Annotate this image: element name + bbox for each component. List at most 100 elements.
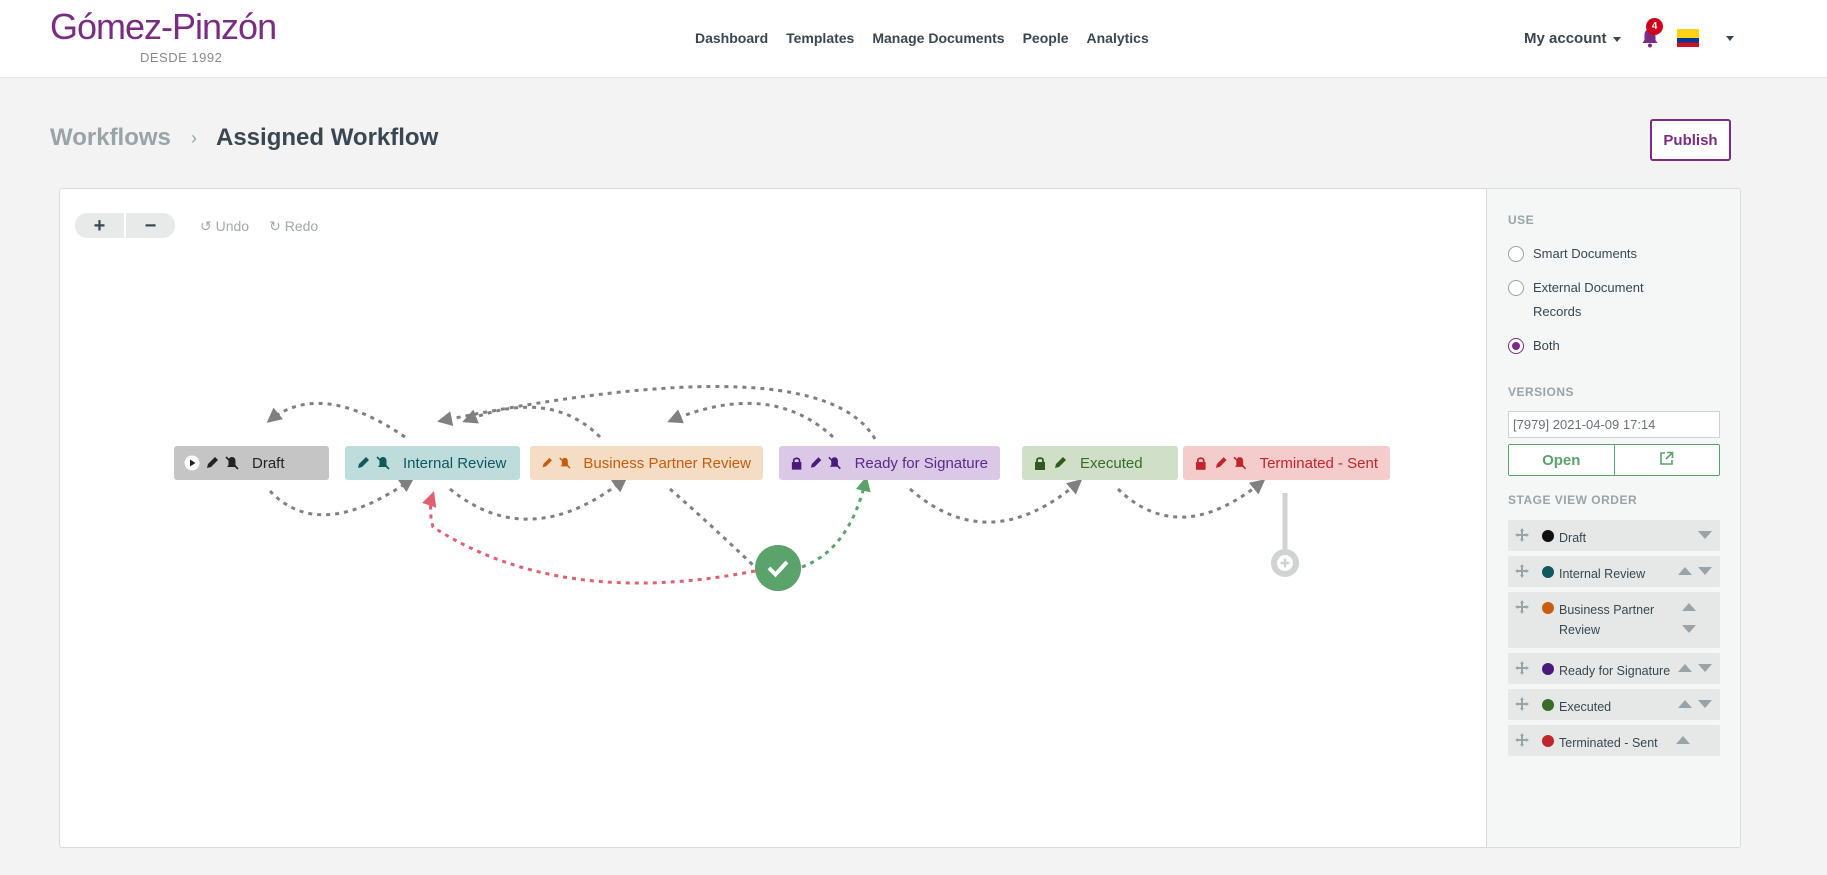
open-version-button[interactable]: Open <box>1509 445 1615 475</box>
transition-check-to-internal <box>422 491 756 585</box>
nav-people[interactable]: People <box>1022 30 1069 46</box>
stage-draft[interactable]: Draft <box>174 446 329 480</box>
stage-color-dot <box>1542 735 1554 747</box>
stage-order-item-internal-review[interactable]: Internal Review <box>1508 556 1720 587</box>
move-up-icon[interactable] <box>1676 736 1690 744</box>
use-option-external-document-records[interactable]: External Document Records <box>1508 280 1673 324</box>
radio-button[interactable] <box>1508 280 1524 296</box>
pen-icon <box>811 457 822 468</box>
stage-color-dot <box>1542 602 1554 614</box>
stage-internal-review[interactable]: Internal Review <box>345 446 520 480</box>
undo-button[interactable]: ↺ Undo <box>200 218 250 234</box>
logo[interactable]: Gómez-Pinzón DESDE 1992 <box>50 6 310 65</box>
redo-button[interactable]: ↻ Redo <box>269 218 319 234</box>
stage-order-section-title: STAGE VIEW ORDER <box>1508 493 1638 507</box>
check-icon <box>767 560 789 578</box>
version-select[interactable] <box>1508 411 1720 438</box>
stage-ready-for-signature[interactable]: Ready for Signature <box>779 446 1000 480</box>
workflow-editor: + − ↺ Undo ↻ Redo <box>59 188 1741 848</box>
transition-draft-to-internal <box>268 477 415 517</box>
stage-color-dot <box>1542 566 1554 578</box>
reorder-arrows <box>1678 700 1712 708</box>
move-up-icon[interactable] <box>1678 700 1692 708</box>
move-icon[interactable] <box>1514 599 1530 615</box>
stage-color-dot <box>1542 663 1554 675</box>
bell-slash-icon <box>376 456 390 470</box>
transition-internal-to-draft <box>266 401 406 439</box>
stage-order-label: Draft <box>1559 531 1587 545</box>
transition-signature-to-executed <box>909 479 1083 524</box>
stage-business-partner-review[interactable]: Business Partner Review <box>530 446 763 480</box>
stage-label: Draft <box>252 454 285 472</box>
use-option-smart-documents[interactable]: Smart Documents <box>1508 246 1673 266</box>
stage-label: Terminated - Sent <box>1259 454 1378 472</box>
logo-wordmark: Gómez-Pinzón <box>50 6 277 47</box>
move-icon[interactable] <box>1514 696 1530 712</box>
reorder-arrows <box>1676 736 1690 744</box>
move-icon[interactable] <box>1514 563 1530 579</box>
pen-icon <box>542 457 552 468</box>
stage-order-item-ready-for-signature[interactable]: Ready for Signature <box>1508 653 1720 684</box>
breadcrumb-workflows[interactable]: Workflows <box>50 124 171 151</box>
reorder-arrows <box>1698 531 1712 539</box>
bell-slash-icon <box>225 456 239 470</box>
approval-check-node[interactable] <box>755 545 801 591</box>
publish-button[interactable]: Publish <box>1650 119 1731 161</box>
stage-order-item-executed[interactable]: Executed <box>1508 689 1720 720</box>
radio-label: Both <box>1533 338 1560 353</box>
radio-button-selected[interactable] <box>1508 338 1524 354</box>
zoom-in-button[interactable]: + <box>75 213 124 238</box>
history-controls: ↺ Undo ↻ Redo <box>200 218 318 235</box>
stage-order-item-business-partner-review[interactable]: Business Partner Review <box>1508 592 1720 648</box>
radio-button[interactable] <box>1508 246 1524 262</box>
lock-icon <box>1195 457 1206 470</box>
stage-order-label: Internal Review <box>1559 567 1646 581</box>
stage-executed[interactable]: Executed <box>1022 446 1178 480</box>
stage-order-item-draft[interactable]: Draft <box>1508 520 1720 551</box>
use-option-both[interactable]: Both <box>1508 338 1673 358</box>
undo-label: Undo <box>215 218 250 234</box>
reorder-arrows <box>1682 603 1696 633</box>
move-down-icon[interactable] <box>1698 531 1712 539</box>
language-chevron-icon[interactable] <box>1726 36 1734 41</box>
nav-dashboard[interactable]: Dashboard <box>695 30 769 46</box>
move-down-icon[interactable] <box>1698 700 1712 708</box>
stage-label: Executed <box>1080 454 1143 472</box>
radio-label: External Document Records <box>1533 280 1644 319</box>
top-navbar: Gómez-Pinzón DESDE 1992 Dashboard Templa… <box>0 0 1827 78</box>
zoom-controls: + − <box>75 213 175 238</box>
pen-icon <box>358 457 369 468</box>
reorder-arrows <box>1678 567 1712 575</box>
logo-tagline: DESDE 1992 <box>140 50 223 65</box>
use-section-title: USE <box>1508 213 1535 227</box>
move-down-icon[interactable] <box>1698 664 1712 672</box>
bell-slash-icon <box>558 457 571 469</box>
transition-partner-to-check <box>669 487 757 569</box>
zoom-out-button[interactable]: − <box>126 213 175 238</box>
transition-partner-to-internal <box>462 405 602 439</box>
move-icon[interactable] <box>1514 527 1530 543</box>
radio-label: Smart Documents <box>1533 246 1638 261</box>
move-up-icon[interactable] <box>1678 664 1692 672</box>
stage-terminated-sent[interactable]: Terminated - Sent <box>1183 446 1390 480</box>
move-up-icon[interactable] <box>1682 603 1696 611</box>
move-up-icon[interactable] <box>1678 567 1692 575</box>
open-external-button[interactable] <box>1614 445 1719 475</box>
move-down-icon[interactable] <box>1698 567 1712 575</box>
move-icon[interactable] <box>1514 660 1530 676</box>
nav-templates[interactable]: Templates <box>786 30 855 46</box>
stage-label: Internal Review <box>403 454 507 472</box>
add-transition-node[interactable] <box>1271 549 1299 577</box>
move-icon[interactable] <box>1514 732 1530 748</box>
nav-analytics[interactable]: Analytics <box>1086 30 1149 46</box>
stage-order-item-terminated-sent[interactable]: Terminated - Sent <box>1508 725 1720 756</box>
my-account-menu[interactable]: My account <box>1524 30 1621 47</box>
move-down-icon[interactable] <box>1682 625 1696 633</box>
pen-icon <box>1055 457 1066 468</box>
reorder-arrows <box>1678 664 1712 672</box>
transition-check-to-signature <box>801 476 871 569</box>
workflow-canvas[interactable]: + − ↺ Undo ↻ Redo <box>60 189 1486 847</box>
nav-manage-documents[interactable]: Manage Documents <box>872 30 1005 46</box>
colombia-flag-icon[interactable] <box>1677 29 1699 47</box>
version-actions: Open <box>1508 444 1720 476</box>
